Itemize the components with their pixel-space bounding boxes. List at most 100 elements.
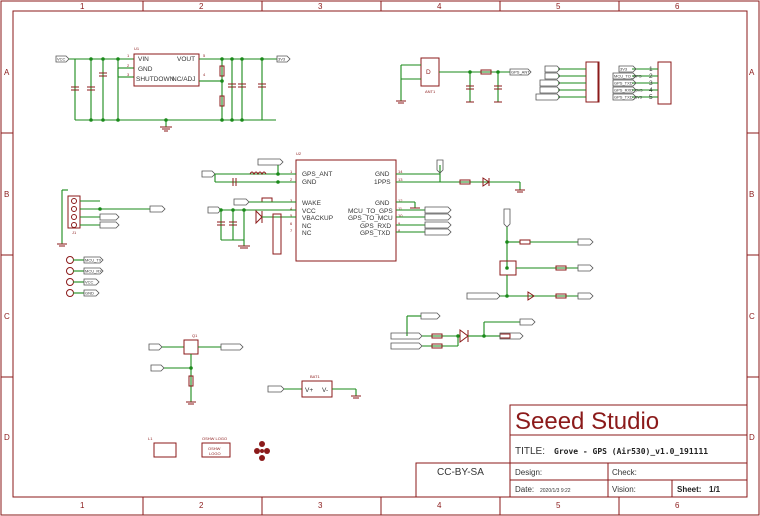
svg-text:3: 3 <box>649 80 653 87</box>
col-label-top: 2 <box>199 2 204 11</box>
module-pin-num: 10 <box>398 213 403 218</box>
module-pin: GND <box>302 179 317 186</box>
tp-net-label: GND <box>85 291 94 296</box>
module-pin-num: 8 <box>398 228 401 233</box>
gps-ant-net-label: GPS_ANT <box>511 70 530 75</box>
module-pin: VBACKUP <box>302 215 333 222</box>
col-label-bottom: 2 <box>199 501 204 510</box>
connector-j3-section: 3V3 MCU_TO_GPS GPS_TXD GPS_RXD_3V3 GPS_T… <box>612 61 672 105</box>
module-pin-num: 7 <box>290 228 293 233</box>
module-pin: GPS_RXD <box>360 223 391 230</box>
battery-minus: V- <box>322 387 328 394</box>
reg-pin-ncadj: NC/ADJ <box>172 76 195 83</box>
module-pin-num: 14 <box>398 169 403 174</box>
battery-ref: BAT1 <box>310 374 320 379</box>
title-value: Grove - GPS (Air530)_v1.0_191111 <box>554 446 708 456</box>
battery-section: V+ V- BAT1 <box>267 374 361 399</box>
svg-text:D: D <box>426 69 431 76</box>
j3-net-label: GPS_TXD_3V3 <box>614 95 643 100</box>
module-pin: GND <box>375 171 390 178</box>
svg-text:J1: J1 <box>72 230 77 235</box>
svg-text:U2: U2 <box>296 151 302 156</box>
col-label-top: 5 <box>556 2 561 11</box>
col-label-top: 1 <box>80 2 85 11</box>
row-label-left: A <box>4 68 10 77</box>
col-label-bottom: 5 <box>556 501 561 510</box>
j3-net-label: GPS_RXD_3V3 <box>614 88 643 93</box>
col-label-top: 3 <box>318 2 323 11</box>
module-pin-num: 12 <box>398 198 403 203</box>
sheet-value: 1/1 <box>709 485 721 494</box>
svg-text:OSHW: OSHW <box>208 446 221 451</box>
column-labels: 1 2 3 4 5 6 1 2 3 4 5 6 <box>80 2 680 510</box>
license-text: CC-BY-SA <box>437 467 484 478</box>
3v3-net-label: 3V3 <box>278 57 286 62</box>
module-pin: GPS_TO_MCU <box>348 215 393 222</box>
reg-pin-vout: VOUT <box>177 56 195 63</box>
tp-net-label: MCU_TX <box>85 258 102 263</box>
title-block <box>415 404 748 498</box>
vision-label: Vision: <box>612 485 636 494</box>
reg-pin-num: 5 <box>203 53 206 58</box>
module-pin: GPS_ANT <box>302 171 332 178</box>
col-label-bottom: 1 <box>80 501 85 510</box>
row-label-left: C <box>4 312 10 321</box>
date-label: Date: <box>515 485 534 494</box>
module-pin: GND <box>375 200 390 207</box>
svg-text:L1: L1 <box>148 436 153 441</box>
row-label-right: A <box>749 68 755 77</box>
module-pin-num: 5 <box>290 213 293 218</box>
antenna-ref: ANT1 <box>425 89 436 94</box>
reg-pin-gnd: GND <box>138 66 153 73</box>
connector-j2-section <box>535 61 600 103</box>
module-pin-num: 13 <box>398 177 403 182</box>
col-label-bottom: 6 <box>675 501 680 510</box>
check-label: Check: <box>612 468 637 477</box>
j3-net-label: MCU_TO_GPS <box>614 74 642 79</box>
module-pin-num: 1 <box>290 169 293 174</box>
module-pin-num: 9 <box>398 221 401 226</box>
reg-pin-num: 4 <box>203 72 206 77</box>
level-shifter-section <box>466 208 594 301</box>
module-pin: WAKE <box>302 200 322 207</box>
row-label-right: B <box>749 190 754 199</box>
svg-text:2: 2 <box>649 73 653 80</box>
svg-text:LOGO: LOGO <box>209 451 221 456</box>
tp-net-label: MCU_RX <box>85 269 102 274</box>
module-pin: GPS_TXD <box>360 230 391 237</box>
reg-pin-vin: VIN <box>138 56 149 63</box>
module-pin: VCC <box>302 208 316 215</box>
row-label-right: C <box>749 312 755 321</box>
col-label-bottom: 3 <box>318 501 323 510</box>
reg-pin-shutdown: SHUTDOWN <box>136 76 175 83</box>
module-pin-num: 3 <box>290 198 293 203</box>
module-pin-num: 4 <box>290 206 293 211</box>
battery-plus: V+ <box>305 387 313 394</box>
design-label: Design: <box>515 468 542 477</box>
sheet-label: Sheet: <box>677 485 701 494</box>
connector-j1-section: J1 MCU_TX MCU_RX VCC GND <box>57 189 166 297</box>
oshw-logo-label: OSHW LOGO <box>202 436 227 441</box>
col-label-top: 4 <box>437 2 442 11</box>
col-label-top: 6 <box>675 2 680 11</box>
reg-pin-num: 3 <box>127 72 130 77</box>
module-pin-num: 2 <box>290 177 293 182</box>
module-pin: NC <box>302 230 312 237</box>
row-labels: A B C D A B C D <box>4 68 755 442</box>
power-switch-section: Q1 <box>148 333 244 405</box>
title-label: TITLE: <box>515 446 545 457</box>
svg-text:1: 1 <box>649 66 653 73</box>
module-pin-num: 6 <box>290 221 293 226</box>
antenna-section: D ANT1 GPS_ANT <box>396 57 532 104</box>
svg-text:5: 5 <box>649 94 653 101</box>
regulator-section: VCC U1 VIN GND SHUTDOW <box>55 46 291 132</box>
svg-text:Q1: Q1 <box>192 333 198 338</box>
module-pin: 1PPS <box>374 179 391 186</box>
module-pin: NC <box>302 223 312 230</box>
module-pin: MCU_TO_GPS <box>348 208 393 215</box>
col-label-bottom: 4 <box>437 501 442 510</box>
j3-net-label: GPS_TXD <box>614 81 633 86</box>
row-label-right: D <box>749 433 755 442</box>
seeed-logo-icon <box>254 441 270 461</box>
